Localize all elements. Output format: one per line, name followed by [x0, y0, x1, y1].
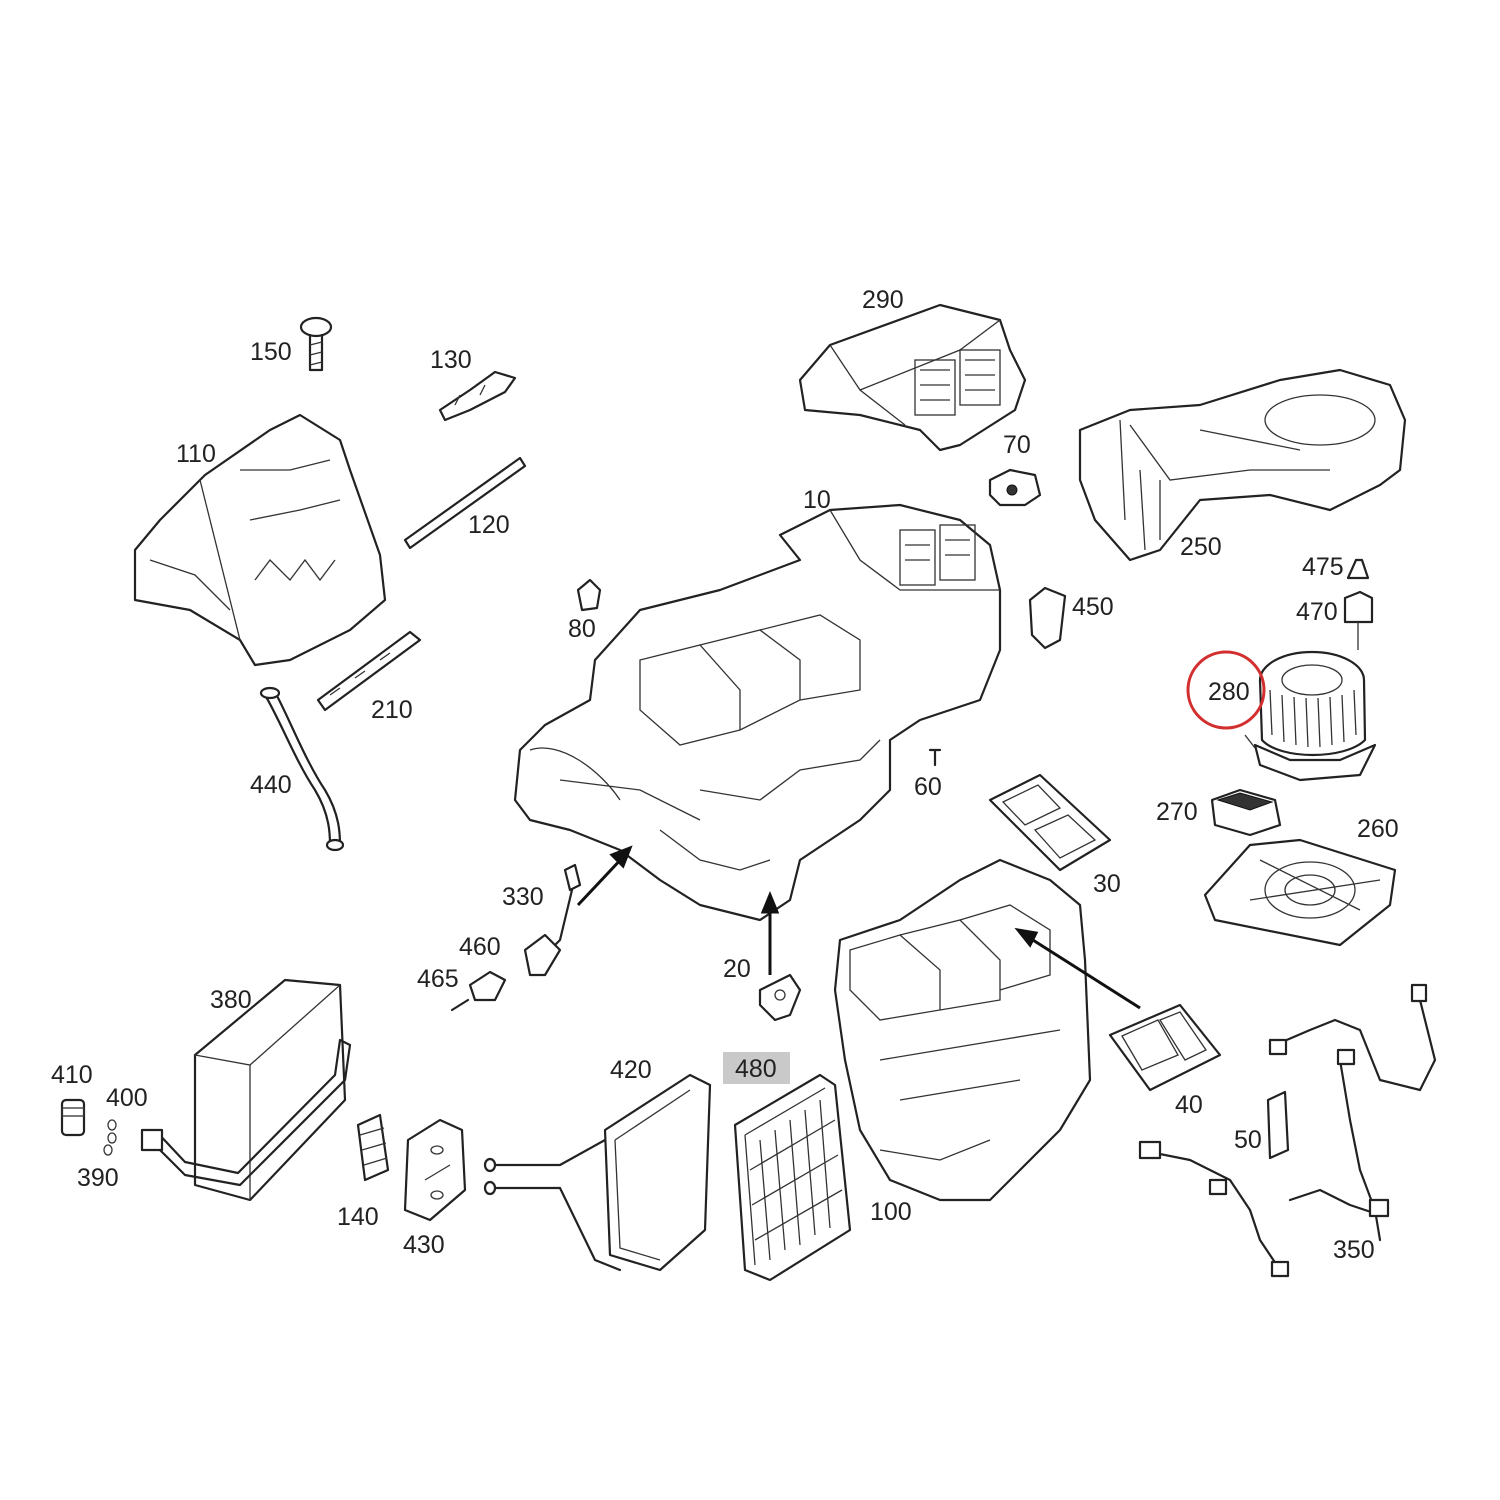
part-380-evaporator — [140, 978, 352, 1202]
label-40: 40 — [1175, 1091, 1203, 1119]
part-330-sensor-lead — [548, 863, 582, 952]
part-130-bracket — [438, 370, 517, 422]
label-480-highlight-box — [723, 1052, 790, 1084]
part-270-resistor — [1210, 788, 1282, 837]
label-450: 450 — [1072, 593, 1114, 621]
label-110: 110 — [176, 440, 216, 468]
label-270: 270 — [1156, 798, 1198, 826]
part-465-clip — [450, 970, 507, 1012]
part-10-main-housing — [513, 503, 1002, 922]
label-70: 70 — [1003, 431, 1031, 459]
part-210-rail — [316, 630, 422, 712]
part-140-expansion-valve — [356, 1113, 390, 1182]
highlight-circle-280 — [1186, 650, 1266, 730]
label-210: 210 — [371, 696, 413, 724]
part-100-lower-housing — [833, 858, 1092, 1202]
label-410: 410 — [51, 1061, 93, 1089]
part-460-sensor — [523, 933, 562, 977]
label-420: 420 — [610, 1056, 652, 1084]
label-80: 80 — [568, 615, 596, 643]
part-20-bracket — [758, 973, 802, 1022]
part-440-hose — [259, 686, 345, 852]
part-390-oring — [103, 1144, 113, 1156]
part-40-filter-frame — [1108, 1003, 1222, 1092]
part-60-pin — [928, 748, 942, 767]
part-50-plate — [1266, 1090, 1290, 1160]
label-10: 10 — [803, 486, 831, 514]
label-30: 30 — [1093, 870, 1121, 898]
label-440: 440 — [250, 771, 292, 799]
pointer-arrows — [576, 845, 1141, 1010]
label-120: 120 — [468, 511, 510, 539]
label-480: 480 — [735, 1055, 777, 1083]
part-420-heater-core — [483, 1073, 712, 1272]
part-290-upper-cover — [798, 303, 1027, 452]
part-350-wiring-harness — [1138, 983, 1437, 1278]
part-30-frame-seal — [988, 773, 1112, 872]
part-110-left-housing — [133, 413, 387, 667]
part-150-screw — [299, 316, 333, 372]
label-250: 250 — [1180, 533, 1222, 561]
part-80-clip — [576, 578, 602, 612]
label-470: 470 — [1296, 598, 1338, 626]
part-250-blower-housing — [1078, 368, 1407, 562]
part-475-cap — [1346, 558, 1370, 580]
label-390: 390 — [77, 1164, 119, 1192]
part-260-scroll-cover — [1203, 838, 1397, 947]
label-380: 380 — [210, 986, 252, 1014]
part-280-blower-motor — [1244, 650, 1377, 782]
label-100: 100 — [870, 1198, 912, 1226]
part-430-seal — [403, 1118, 467, 1222]
label-290: 290 — [862, 286, 904, 314]
label-430: 430 — [403, 1231, 445, 1259]
part-480-ptc-heater — [733, 1073, 852, 1282]
label-280: 280 — [1208, 678, 1250, 706]
part-470-connector — [1343, 590, 1374, 650]
label-130: 130 — [430, 346, 472, 374]
label-150: 150 — [250, 338, 292, 366]
label-460: 460 — [459, 933, 501, 961]
label-330: 330 — [502, 883, 544, 911]
label-475: 475 — [1302, 553, 1344, 581]
part-70-actuator — [988, 468, 1042, 507]
label-400: 400 — [106, 1084, 148, 1112]
label-20: 20 — [723, 955, 751, 983]
label-50: 50 — [1234, 1126, 1262, 1154]
label-260: 260 — [1357, 815, 1399, 843]
part-450-filter-tab — [1028, 586, 1067, 650]
part-400-oring — [107, 1119, 117, 1144]
part-120-strip — [403, 456, 527, 550]
label-140: 140 — [337, 1203, 379, 1231]
part-410-valve — [60, 1098, 86, 1137]
label-60: 60 — [914, 773, 942, 801]
part-number-labels: 290 150 130 110 70 10 120 250 475 450 47… — [51, 286, 1399, 1264]
label-350: 350 — [1333, 1236, 1375, 1264]
label-465: 465 — [417, 965, 459, 993]
